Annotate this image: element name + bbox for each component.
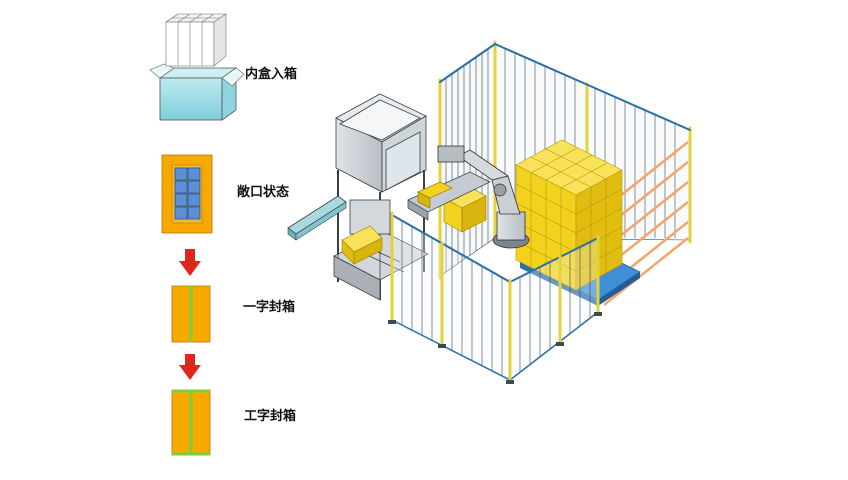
infeed-conveyor xyxy=(287,195,347,241)
boxes-into-carton-icon xyxy=(149,13,245,121)
down-arrow-icon xyxy=(179,249,201,276)
step-2-label: 敞口状态 xyxy=(237,184,289,200)
step-1-label: 内盒入箱 xyxy=(245,66,297,82)
case-sealer-machine xyxy=(333,93,429,301)
carton-in-machine xyxy=(341,225,383,265)
step-4-label: 工字封箱 xyxy=(244,408,296,424)
h-tape-sealed-carton-icon xyxy=(171,389,211,456)
safety-fence-front xyxy=(391,214,599,381)
transfer-conveyor xyxy=(407,171,491,221)
step-3-label: 一字封箱 xyxy=(243,299,295,315)
palletizing-workcell-illustration xyxy=(287,40,692,384)
i-tape-sealed-carton-icon xyxy=(171,285,211,343)
down-arrow-icon xyxy=(179,354,201,380)
open-carton-top-icon xyxy=(161,154,213,234)
